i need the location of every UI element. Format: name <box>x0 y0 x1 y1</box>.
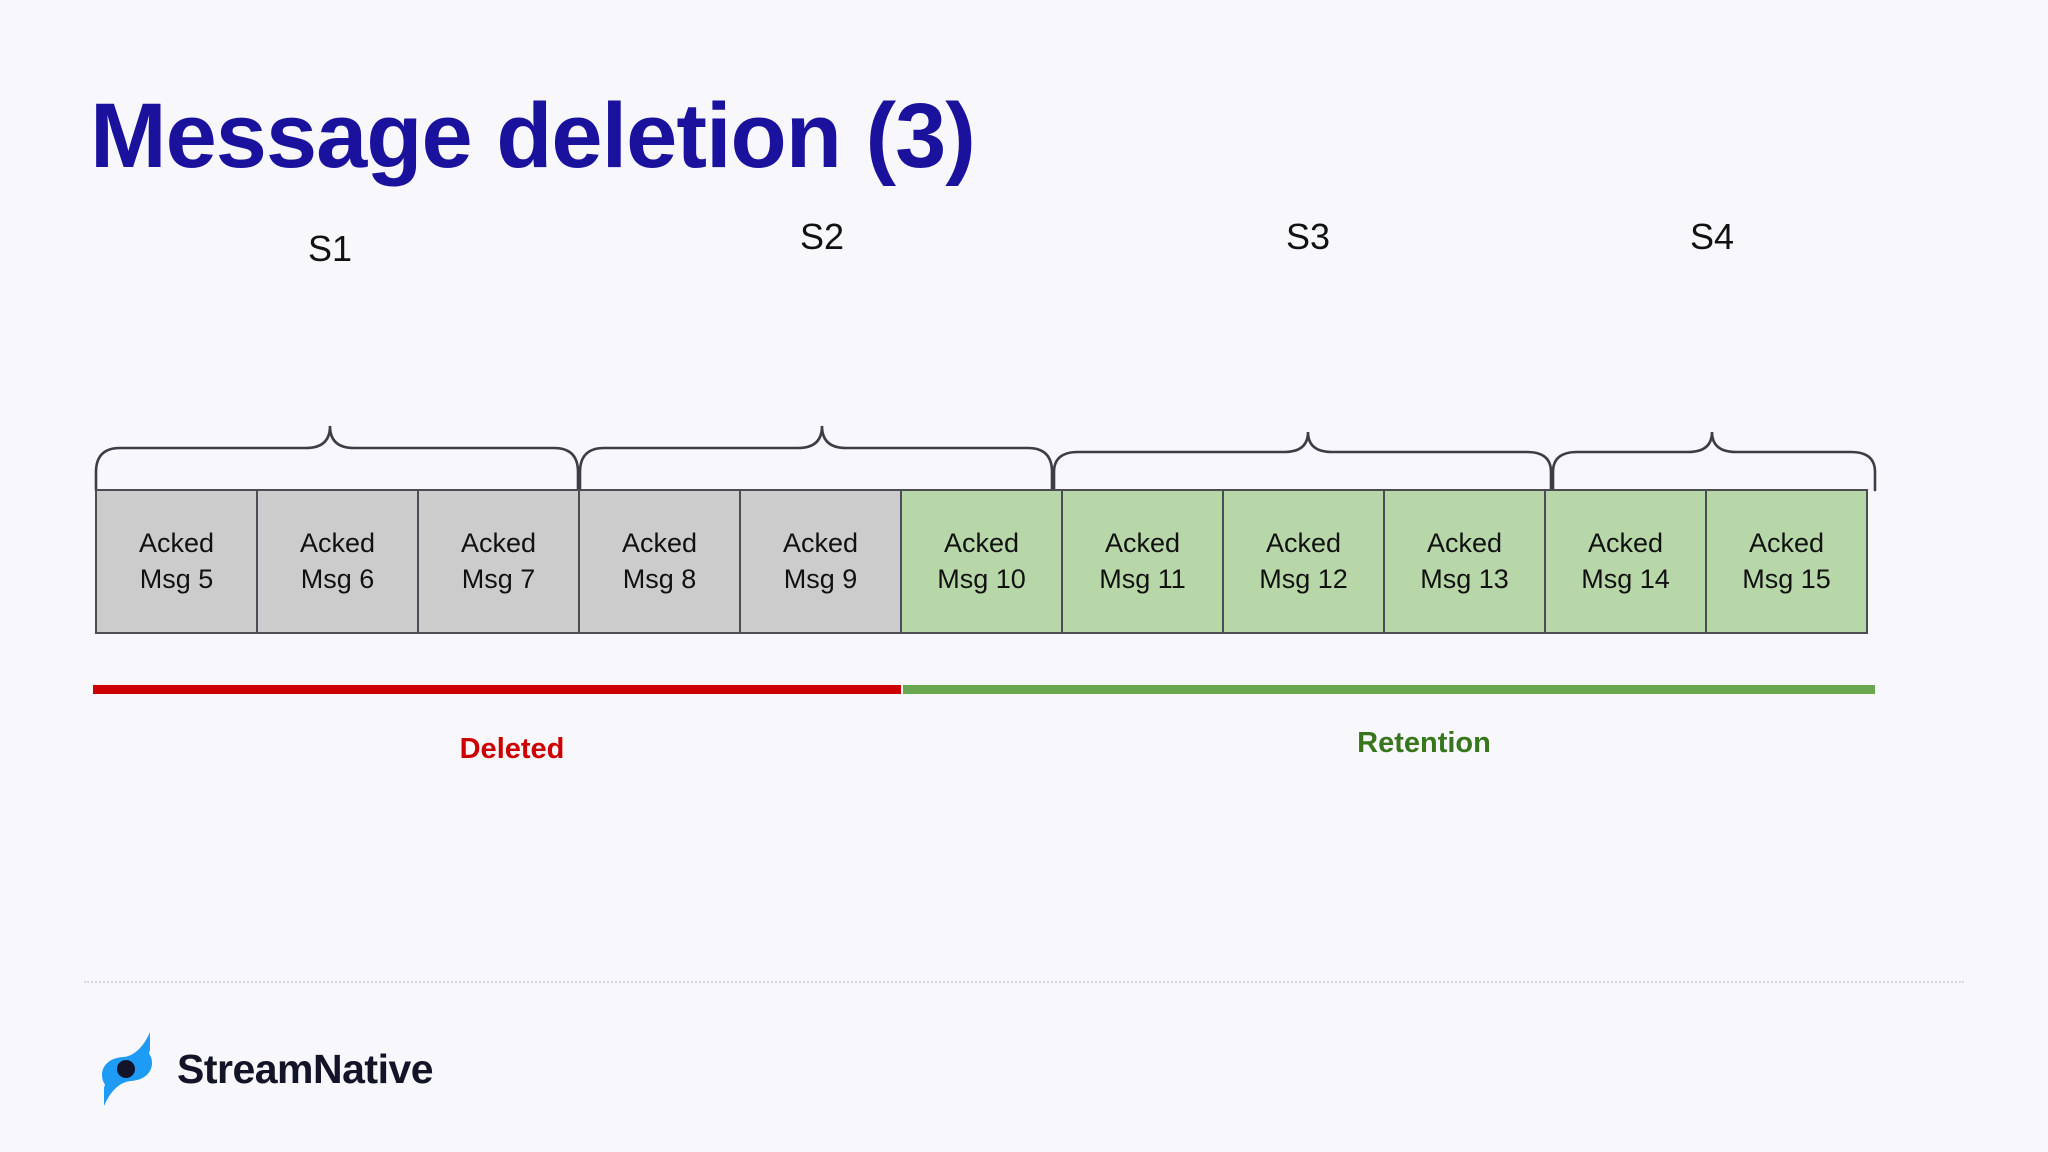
message-id-label: Msg 5 <box>139 563 214 594</box>
footer: StreamNative <box>95 1030 434 1108</box>
message-state-label: Acked <box>782 527 859 558</box>
message-state-label: Acked <box>1265 527 1342 558</box>
message-box-msg-15[interactable]: Acked Msg 15 <box>1705 489 1868 634</box>
message-box-msg-10[interactable]: Acked Msg 10 <box>900 489 1063 634</box>
message-id-label: Msg 10 <box>937 563 1026 594</box>
message-box-msg-9[interactable]: Acked Msg 9 <box>739 489 902 634</box>
segment-braces <box>94 425 1877 492</box>
streamnative-logo-icon <box>102 1032 152 1106</box>
message-box-msg-5[interactable]: Acked Msg 5 <box>95 489 258 634</box>
message-state-label: Acked <box>1426 527 1503 558</box>
footer-divider <box>84 981 1964 983</box>
message-box-msg-6[interactable]: Acked Msg 6 <box>256 489 419 634</box>
message-id-label: Msg 8 <box>622 563 697 594</box>
segment-label-s3: S3 <box>1285 216 1331 257</box>
message-box-msg-14[interactable]: Acked Msg 14 <box>1544 489 1707 634</box>
message-state-label: Acked <box>943 527 1020 558</box>
message-state-label: Acked <box>299 527 376 558</box>
retention-range-bar <box>903 685 1875 694</box>
brace-s1 <box>94 425 580 492</box>
message-state-label: Acked <box>1587 527 1664 558</box>
message-id-label: Msg 13 <box>1420 563 1509 594</box>
message-id-label: Msg 7 <box>461 563 536 594</box>
message-id-label: Msg 11 <box>1099 563 1186 594</box>
segment-label-s2: S2 <box>799 216 845 257</box>
message-id-label: Msg 6 <box>300 563 375 594</box>
retention-range-label: Retention <box>1357 727 1491 759</box>
message-boxes-row: Acked Msg 5 Acked Msg 6 Acked Msg 7 Acke… <box>95 489 1868 634</box>
deleted-range-label: Deleted <box>459 733 565 765</box>
message-id-label: Msg 14 <box>1581 563 1670 594</box>
message-id-label: Msg 12 <box>1259 563 1348 594</box>
brace-s3 <box>1052 431 1553 492</box>
message-state-label: Acked <box>1104 527 1181 558</box>
deleted-range-bar <box>93 685 901 694</box>
message-box-msg-13[interactable]: Acked Msg 13 <box>1383 489 1546 634</box>
message-box-msg-12[interactable]: Acked Msg 12 <box>1222 489 1385 634</box>
segment-label-s1: S1 <box>307 228 353 269</box>
brand-name: StreamNative <box>177 1045 434 1092</box>
message-state-label: Acked <box>460 527 537 558</box>
segment-label-s4: S4 <box>1689 216 1735 257</box>
message-box-msg-11[interactable]: Acked Msg 11 <box>1061 489 1224 634</box>
brace-s2 <box>578 425 1054 492</box>
brace-s4 <box>1551 431 1877 492</box>
message-box-msg-8[interactable]: Acked Msg 8 <box>578 489 741 634</box>
message-box-msg-7[interactable]: Acked Msg 7 <box>417 489 580 634</box>
page-title: Message deletion (3) <box>90 84 976 187</box>
message-id-label: Msg 15 <box>1742 563 1831 594</box>
message-state-label: Acked <box>138 527 215 558</box>
message-state-label: Acked <box>1748 527 1825 558</box>
message-id-label: Msg 9 <box>783 563 858 594</box>
message-state-label: Acked <box>621 527 698 558</box>
